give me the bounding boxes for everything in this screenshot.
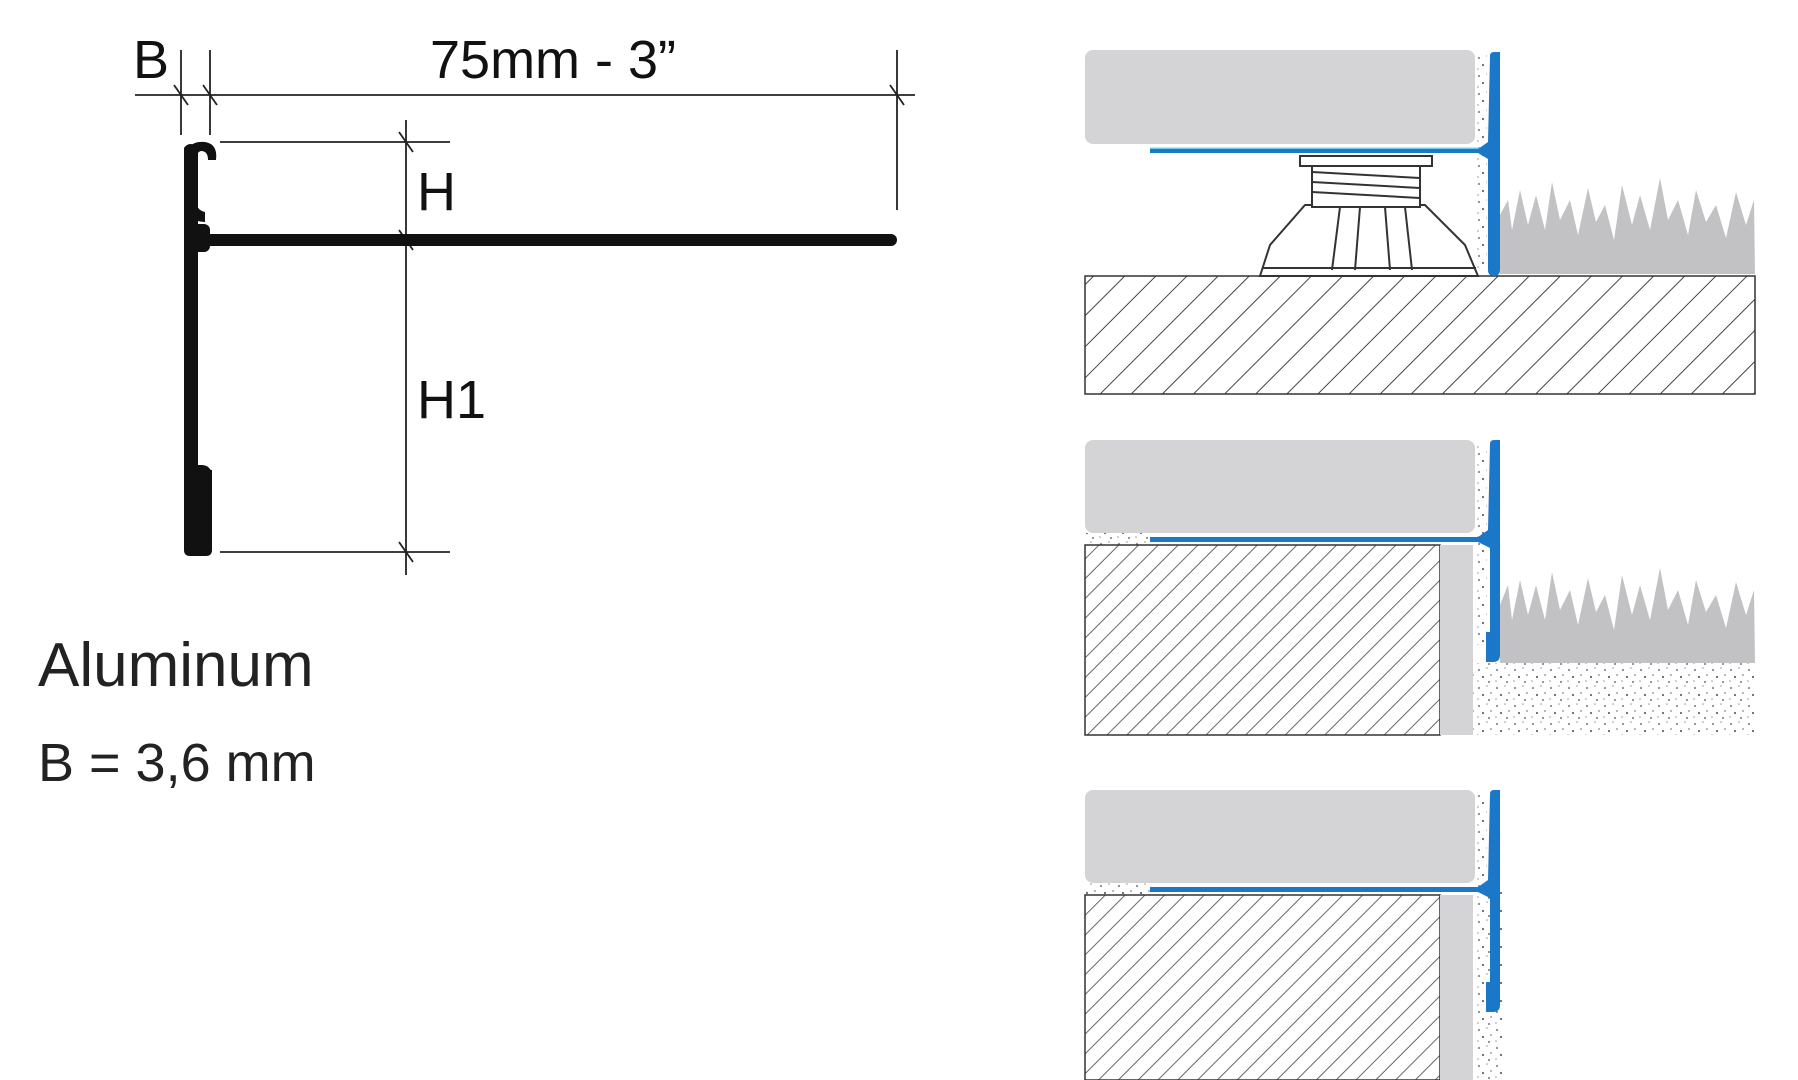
ground-block (1084, 894, 1441, 1080)
aluminum-profile-section (184, 141, 897, 556)
bedding-left (1085, 533, 1150, 545)
profile-drawing (135, 50, 915, 575)
tile (1085, 790, 1475, 883)
tile-grout (1475, 55, 1487, 270)
bedding-left (1085, 883, 1150, 895)
dimension-lines (135, 50, 915, 575)
tile-grout (1475, 445, 1487, 645)
dimension-label-h1: H1 (417, 370, 487, 430)
ground-block (1084, 544, 1441, 736)
filler-strip (1440, 895, 1473, 1080)
scenario-step-grass (1084, 440, 1755, 736)
sand-bed (1473, 663, 1755, 735)
dimension-label-width: 75mm - 3” (430, 30, 677, 90)
scenario-pedestal (1084, 50, 1756, 395)
pedestal-icon (1258, 155, 1480, 277)
tile (1085, 440, 1475, 533)
filler-strip (1440, 545, 1473, 735)
dimension-label-b: B (133, 30, 170, 90)
thickness-label: B = 3,6 mm (38, 733, 316, 793)
dimension-label-h: H (417, 162, 456, 222)
tile-grout (1475, 795, 1487, 1080)
scenario-step-edge (1084, 790, 1502, 1080)
grass-icon (1500, 178, 1755, 274)
ground-slab (1084, 275, 1756, 395)
material-label: Aluminum (38, 631, 314, 700)
grass-icon (1500, 568, 1755, 663)
tile (1085, 50, 1475, 144)
